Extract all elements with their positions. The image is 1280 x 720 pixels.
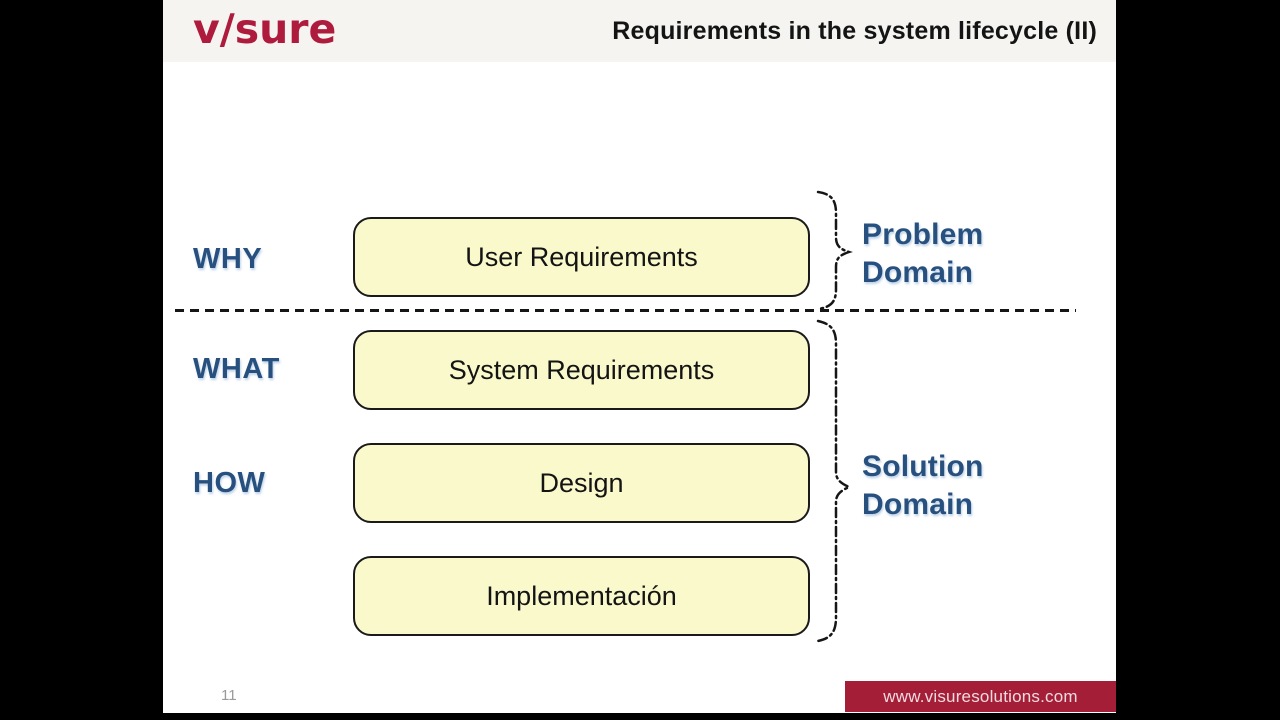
solution-domain-line2: Domain [862,488,974,521]
problem-domain-line2: Domain [862,256,974,289]
box-user-requirements: User Requirements [353,217,810,297]
row-label-why: WHY [193,243,263,275]
visure-logo: v/sure [193,4,337,53]
page-number: 11 [221,687,237,704]
solution-domain-brace [816,319,853,643]
row-label-what: WHAT [193,353,280,385]
slide-title: Requirements in the system lifecycle (II… [612,16,1097,45]
box-implementacion: Implementación [353,556,810,636]
problem-domain-brace [816,190,853,311]
row-label-how: HOW [193,467,266,499]
dashed-divider-line [175,309,1076,312]
presentation-slide: v/sure Requirements in the system lifecy… [163,0,1116,713]
problem-domain-label: Problem Domain [862,216,983,292]
problem-domain-line1: Problem [862,218,984,251]
slide-header: v/sure Requirements in the system lifecy… [163,0,1116,62]
solution-domain-line1: Solution [862,450,984,483]
footer-url-bar: www.visuresolutions.com [845,681,1116,712]
footer-url: www.visuresolutions.com [883,686,1078,706]
box-design: Design [353,443,810,523]
solution-domain-label: Solution Domain [862,448,984,524]
box-system-requirements: System Requirements [353,330,810,410]
